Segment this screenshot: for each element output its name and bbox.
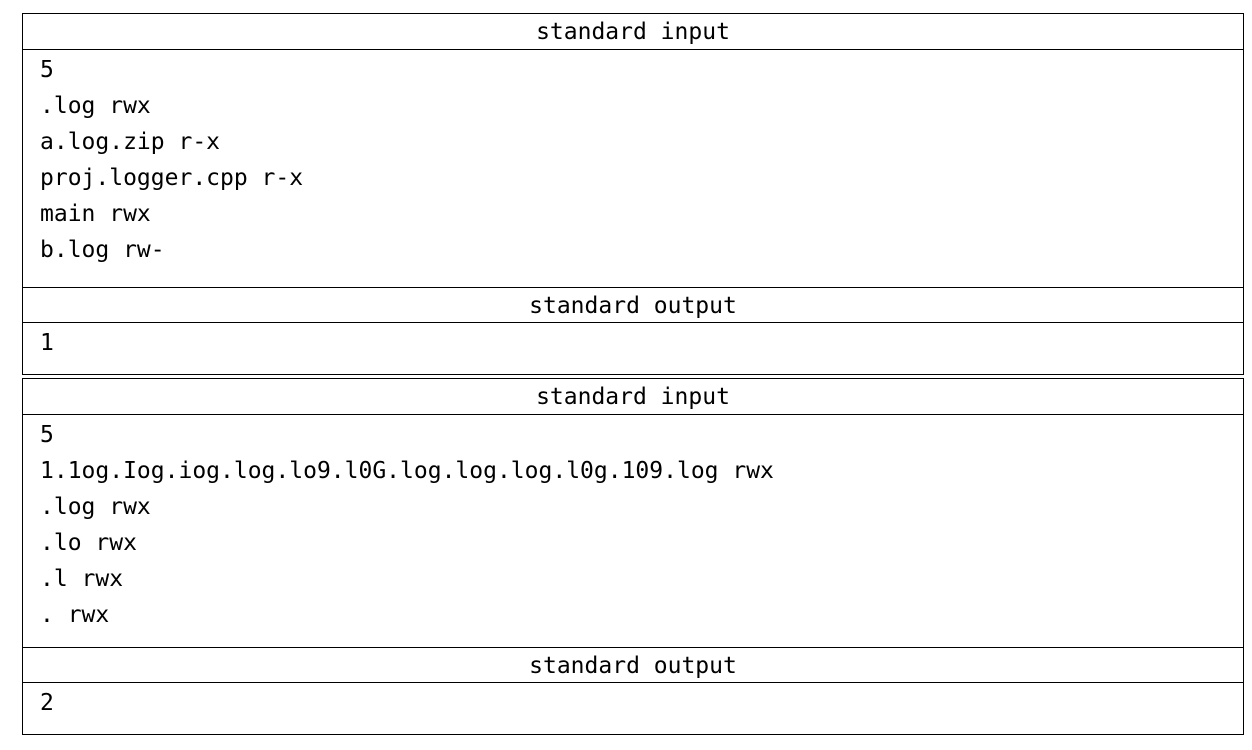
input-header: standard input	[23, 14, 1243, 50]
input-line: . rwx	[40, 602, 110, 628]
input-content: 5 1.1og.Iog.iog.log.lo9.l0G.log.log.log.…	[23, 415, 1243, 647]
input-line: proj.logger.cpp r-x	[40, 165, 304, 191]
input-line: 5	[40, 422, 54, 448]
input-line: b.log rw-	[40, 237, 165, 263]
input-line: 5	[40, 57, 54, 83]
example-2: standard input 5 1.1og.Iog.iog.log.lo9.l…	[22, 378, 1244, 735]
output-content: 2	[23, 683, 1243, 733]
input-line: main rwx	[40, 201, 151, 227]
example-1: standard input 5 .log rwx a.log.zip r-x …	[22, 13, 1244, 375]
input-line: 1.1og.Iog.iog.log.lo9.l0G.log.log.log.l0…	[40, 458, 774, 484]
input-line: .lo rwx	[40, 530, 137, 556]
input-line: .log rwx	[40, 93, 151, 119]
input-header: standard input	[23, 379, 1243, 415]
input-line: .l rwx	[40, 566, 124, 592]
output-content: 1	[23, 323, 1243, 372]
output-header: standard output	[23, 647, 1243, 683]
input-line: a.log.zip r-x	[40, 129, 221, 155]
output-line: 1	[40, 330, 54, 356]
output-line: 2	[40, 690, 54, 716]
input-content: 5 .log rwx a.log.zip r-x proj.logger.cpp…	[23, 50, 1243, 287]
input-line: .log rwx	[40, 494, 151, 520]
output-header: standard output	[23, 287, 1243, 323]
